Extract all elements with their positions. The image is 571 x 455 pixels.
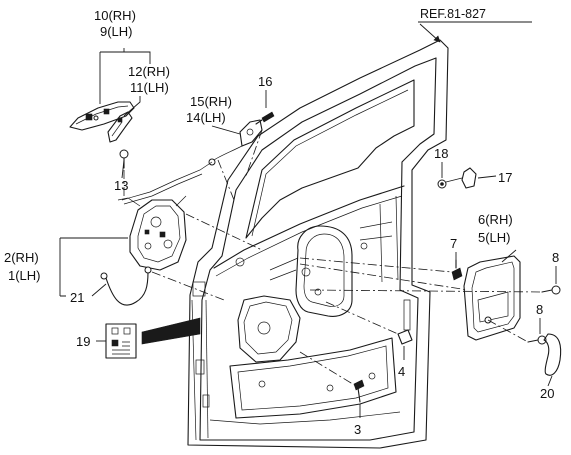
screw-13: [119, 149, 129, 169]
handle-lever: [107, 111, 133, 143]
clip-7: [451, 259, 463, 281]
reference-label: REF.81-827: [420, 7, 486, 21]
callout-13: 13: [114, 178, 128, 193]
callout-18: 18: [434, 146, 448, 161]
callout-5: 5(LH): [478, 230, 511, 245]
callout-7: 7: [450, 236, 457, 251]
door-lock-assembly: [117, 195, 187, 271]
callout-11: 11(LH): [130, 80, 169, 95]
parts-18-17: [437, 167, 477, 189]
trim-cover: [463, 255, 521, 341]
leader-lines: [59, 21, 557, 418]
handle-rod-2: [123, 173, 203, 205]
callout-20: 20: [540, 386, 554, 401]
callout-8-upper: 8: [552, 250, 559, 265]
callout-12: 12(RH): [128, 64, 170, 79]
callout-21: 21: [70, 290, 84, 305]
callout-1: 1(LH): [8, 268, 41, 283]
callout-6: 6(RH): [478, 212, 513, 227]
label-19: [105, 317, 201, 359]
callout-9: 9(LH): [100, 24, 133, 39]
door-panel: [187, 39, 449, 449]
callout-10: 10(RH): [94, 8, 136, 23]
screw-16: [255, 111, 275, 125]
screw-8-lower: [527, 335, 547, 345]
assembly-lines: [123, 129, 543, 387]
handle-rod: [121, 161, 213, 201]
callout-4: 4: [398, 364, 405, 379]
callout-15: 15(RH): [190, 94, 232, 109]
callout-19: 19: [76, 334, 90, 349]
screw-8-upper: [541, 285, 561, 295]
grommet-4: [397, 329, 413, 345]
callout-labels: REF.81-827 10(RH) 9(LH) 12(RH) 11(LH) 13…: [4, 7, 559, 437]
callout-17: 17: [498, 170, 512, 185]
callout-2: 2(RH): [4, 250, 39, 265]
callout-8-lower: 8: [536, 302, 543, 317]
callout-3: 3: [354, 422, 361, 437]
lock-cable-21: [100, 266, 152, 306]
bolt-3: [353, 379, 365, 403]
pull-handle-20: [543, 333, 562, 376]
outside-handle: [69, 101, 135, 131]
callout-14: 14(LH): [186, 110, 226, 125]
callout-16: 16: [258, 74, 272, 89]
